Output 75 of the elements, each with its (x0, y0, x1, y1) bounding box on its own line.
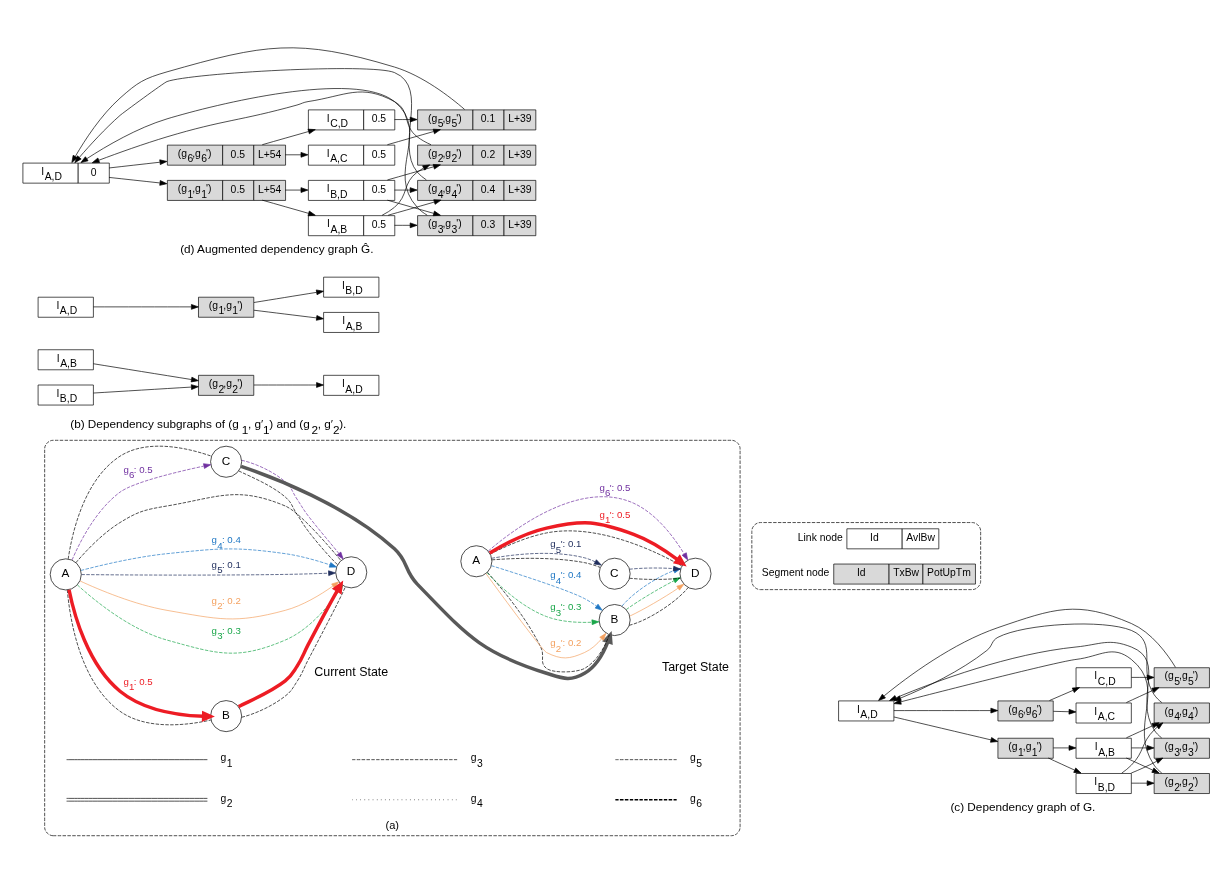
label: Target State (661, 660, 730, 675)
arrow (108, 159, 168, 169)
arrow (629, 583, 685, 617)
arrow (485, 573, 607, 659)
node-circle: C (210, 445, 243, 478)
arrow (1049, 687, 1080, 701)
arrow (1130, 757, 1164, 774)
arrow (71, 463, 212, 561)
arrow (284, 187, 309, 193)
connector (67, 445, 212, 560)
connector (629, 587, 689, 626)
arrow (1052, 745, 1077, 751)
arrow (889, 642, 1162, 739)
arrow (74, 68, 427, 181)
arrow (241, 459, 344, 560)
arrow (1121, 722, 1164, 774)
arrow (1131, 780, 1155, 786)
node-label: Link node (797, 532, 843, 544)
arrow (253, 289, 324, 303)
arrow (71, 47, 465, 163)
arrow (1047, 757, 1082, 774)
arrow (1131, 674, 1155, 681)
arrow (491, 553, 602, 566)
arrow (893, 623, 1163, 703)
connector (75, 494, 342, 563)
arrow (261, 128, 316, 146)
arrow (79, 580, 339, 620)
arrow (893, 707, 999, 714)
arrow (893, 651, 1163, 774)
arrow (80, 548, 337, 571)
arrow (394, 116, 418, 123)
arrow (1131, 745, 1155, 751)
arrow (253, 382, 324, 388)
arrow (893, 716, 999, 743)
node-circle: D (679, 557, 712, 590)
arrow (1126, 757, 1160, 774)
connector (238, 470, 338, 566)
arrow (1126, 722, 1160, 739)
arrow (253, 309, 324, 321)
arrow (491, 565, 603, 611)
arrow (387, 128, 441, 146)
cluster (751, 522, 981, 590)
arrow (81, 570, 336, 576)
node-label: Segment node (761, 567, 830, 579)
arrow (394, 222, 418, 229)
arrow (387, 164, 441, 181)
connector (629, 577, 681, 580)
node-circle: C (598, 557, 631, 590)
arrow (626, 577, 681, 610)
arrow (240, 464, 613, 681)
arrow (93, 384, 199, 394)
node-circle: A (49, 558, 82, 591)
node-circle: B (598, 604, 631, 636)
label: Current State (314, 664, 389, 679)
connector (490, 530, 683, 567)
node-circle: B (210, 700, 243, 732)
label: (c) Dependency graph of G. (950, 800, 1096, 814)
node-circle: D (335, 556, 368, 589)
connector (491, 558, 601, 568)
arrow (486, 572, 600, 625)
arrow (381, 164, 431, 216)
arrow (93, 363, 199, 383)
arrow (1052, 708, 1077, 715)
arrow (878, 608, 1176, 701)
arrow (1126, 687, 1160, 703)
arrow (394, 187, 418, 193)
arrow (93, 304, 199, 310)
arrow (487, 496, 689, 561)
connector (487, 572, 610, 673)
arrow (284, 152, 309, 158)
arrow (488, 521, 687, 567)
label: (d) Augmented dependency graph Ĝ. (180, 242, 374, 256)
node-circle: A (460, 545, 493, 578)
arrow (261, 199, 316, 217)
arrow (108, 177, 168, 186)
